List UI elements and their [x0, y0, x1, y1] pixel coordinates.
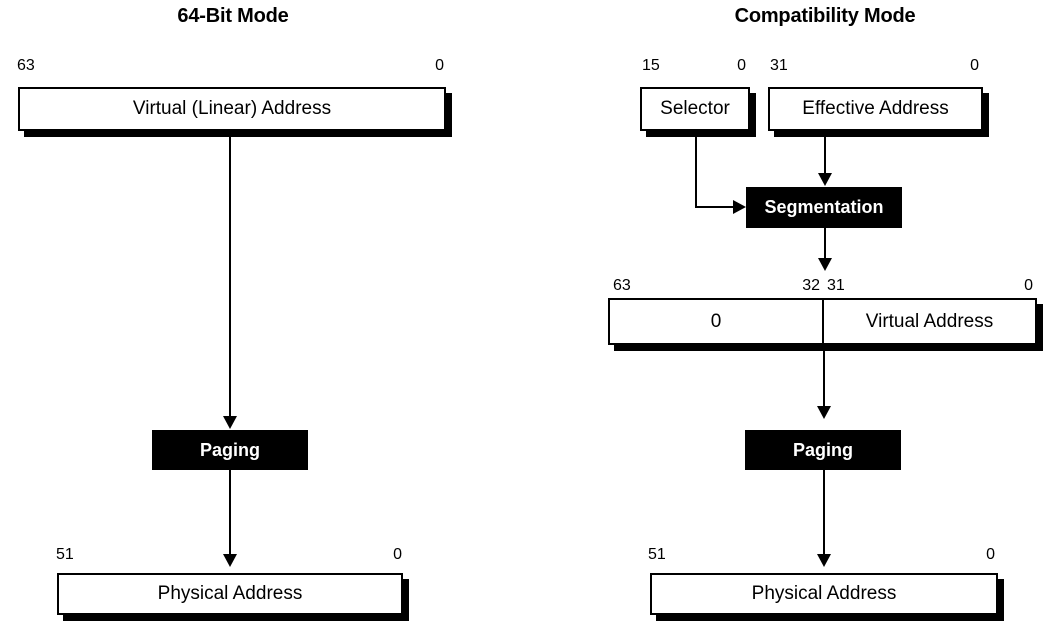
extended-bit-mid-high: 32	[802, 277, 820, 294]
selector-bit-high: 15	[642, 57, 660, 74]
arrow-line-selector-vertical	[695, 134, 697, 208]
extended-virtual-address-box: 0 Virtual Address	[608, 298, 1037, 345]
virtual-linear-address-label: Virtual (Linear) Address	[132, 98, 332, 119]
arrow-line-extended-to-paging	[823, 345, 825, 408]
arrow-line-left-paging-to-physical	[229, 470, 231, 556]
arrow-line-right-paging-to-physical	[823, 470, 825, 556]
right-paging-box: Paging	[745, 430, 901, 470]
arrow-line-selector-horizontal	[695, 206, 735, 208]
left-virtual-bit-labels: 63 0	[17, 56, 444, 76]
segmentation-box: Segmentation	[746, 187, 902, 228]
left-physical-bit-high: 51	[56, 546, 74, 563]
left-physical-address-box: Physical Address	[57, 573, 403, 615]
left-physical-address-label: Physical Address	[157, 583, 303, 604]
effective-address-box: Effective Address	[768, 87, 983, 131]
selector-bit-low: 0	[737, 57, 746, 74]
arrowhead-right-paging-to-physical	[817, 554, 831, 567]
left-physical-bit-labels: 51 0	[56, 545, 402, 565]
left-paging-label: Paging	[199, 439, 260, 460]
extended-bit-labels: 63 32 31 0	[608, 276, 1037, 296]
left-column-title: 64-Bit Mode	[177, 5, 289, 27]
right-physical-address-label: Physical Address	[751, 583, 897, 604]
arrow-line-segmentation-to-extended	[824, 228, 826, 260]
extended-virtual-address-cell: Virtual Address	[824, 300, 1035, 343]
effective-bit-high: 31	[770, 57, 788, 74]
left-virtual-bit-high: 63	[17, 57, 35, 74]
arrowhead-extended-to-paging	[817, 406, 831, 419]
right-physical-bit-high: 51	[648, 546, 666, 563]
extended-upper-zero-cell: 0	[610, 300, 824, 343]
arrowhead-selector-to-segmentation	[733, 200, 746, 214]
extended-bit-low: 0	[1024, 277, 1033, 294]
arrow-line-virtual-to-paging	[229, 131, 231, 417]
arrow-line-effective-to-segmentation	[824, 134, 826, 176]
extended-upper-zero-label: 0	[710, 310, 722, 332]
selector-box: Selector	[640, 87, 750, 131]
effective-bit-labels: 31 0	[770, 56, 979, 76]
arrowhead-effective-to-segmentation	[818, 173, 832, 186]
arrowhead-left-paging-to-physical	[223, 554, 237, 567]
extended-bit-high: 63	[613, 277, 631, 294]
segmentation-label: Segmentation	[764, 197, 884, 217]
arrowhead-virtual-to-paging	[223, 416, 237, 429]
left-virtual-bit-low: 0	[435, 57, 444, 74]
effective-address-label: Effective Address	[802, 98, 949, 119]
effective-bit-low: 0	[970, 57, 979, 74]
right-physical-bit-low: 0	[986, 546, 995, 563]
extended-bit-mid-low: 31	[827, 277, 845, 294]
left-physical-bit-low: 0	[393, 546, 402, 563]
virtual-linear-address-box: Virtual (Linear) Address	[18, 87, 446, 131]
right-physical-address-box: Physical Address	[650, 573, 998, 615]
selector-label: Selector	[660, 98, 730, 119]
selector-bit-labels: 15 0	[642, 56, 746, 76]
right-physical-bit-labels: 51 0	[648, 545, 995, 565]
extended-virtual-address-label: Virtual Address	[865, 310, 994, 332]
arrowhead-segmentation-to-extended	[818, 258, 832, 271]
right-column-title: Compatibility Mode	[734, 5, 916, 27]
right-paging-label: Paging	[792, 439, 853, 460]
left-paging-box: Paging	[152, 430, 308, 470]
